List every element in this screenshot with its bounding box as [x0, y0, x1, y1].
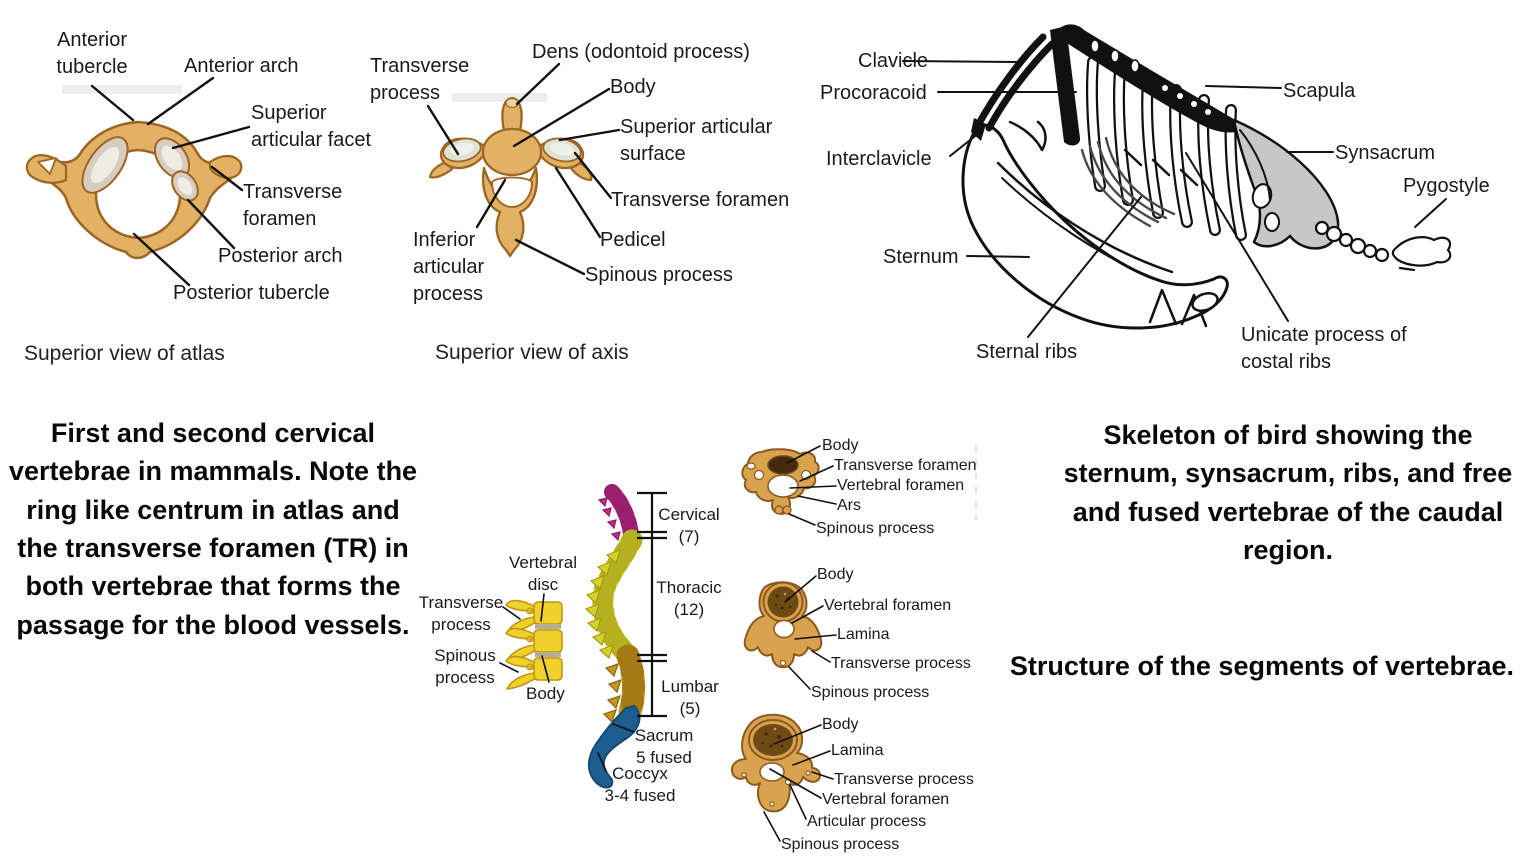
lumbar-label-vertebral-foramen: Vertebral foramen — [822, 791, 950, 808]
scan-artifacts — [62, 85, 977, 520]
lumbar-label-body: Body — [822, 716, 859, 733]
segments-caption: Structure of the segments of vertebrae. — [1009, 651, 1515, 681]
vertebra-cross-sections — [730, 448, 823, 813]
atlas-label-anterior-tubercle: Anterior tubercle — [56, 29, 128, 78]
atlas-caption: Superior view of atlas — [24, 342, 225, 365]
axis-label-inferior-articular-process: Inferior articular process — [413, 229, 485, 305]
clavicle-shape — [973, 33, 1047, 131]
procoracoid-shape — [1050, 26, 1081, 146]
atlas-label-transverse-foramen: Transverse foramen — [243, 181, 343, 230]
vertebra-segment-detail — [505, 599, 563, 690]
thoracic-label-vertebral-foramen: Vertebral foramen — [824, 597, 952, 614]
cervical-label-vertebral-foramen: Vertebral foramen — [837, 477, 965, 494]
bird-skeleton-illustration — [961, 24, 1452, 330]
spine-region-label-lumbar: Lumbar (5) — [661, 677, 719, 719]
axis-label-transverse-foramen: Transverse foramen — [611, 189, 790, 211]
cervical-label-ars: Ars — [837, 497, 861, 514]
bird-label-scapula: Scapula — [1283, 80, 1356, 102]
lumbar-section-shape — [730, 713, 822, 813]
spine-illustration — [505, 484, 667, 789]
bird-label-unicate-process: Unicate process of costal ribs — [1241, 324, 1407, 373]
spine-region-label-cervical: Cervical (7) — [658, 505, 720, 547]
bird-skeleton-caption: Skeleton of bird showing the sternum, sy… — [1063, 420, 1513, 565]
thoracic-label-spinous-process: Spinous process — [811, 684, 930, 701]
axis-label-spinous-process: Spinous process — [585, 264, 733, 286]
spine-bracket — [637, 491, 667, 718]
axis-label-transverse-process: Transverse process — [370, 55, 470, 104]
spine-label-body: Body — [526, 684, 565, 703]
bird-label-synsacrum: Synsacrum — [1335, 142, 1436, 164]
lumbar-label-spinous-process: Spinous process — [781, 836, 900, 853]
axis-label-body: Body — [610, 76, 656, 98]
leader-lines — [90, 60, 1447, 842]
spine-region-label-thoracic: Thoracic (12) — [656, 578, 722, 620]
mammal-vertebrae-caption: First and second cervical vertebrae in m… — [8, 418, 418, 640]
sacrum-shape — [588, 704, 641, 789]
sternal-ribs-curves — [1080, 136, 1176, 228]
spine-processes — [584, 497, 622, 724]
cervical-section-shape — [741, 448, 820, 515]
lumbar-label-articular-process: Articular process — [807, 813, 927, 830]
axis-label-pedicel: Pedicel — [600, 229, 666, 251]
bird-label-sternum: Sternum — [883, 246, 959, 268]
bird-label-interclavicle: Interclavicle — [826, 148, 932, 170]
spine-region-label-coccyx: Coccyx 3-4 fused — [604, 764, 676, 806]
axis-label-superior-articular-surface: Superior articular surface — [620, 116, 773, 165]
atlas-label-posterior-arch: Posterior arch — [218, 245, 343, 267]
spinal-curve — [592, 484, 646, 724]
atlas-label-superior-articular-facet: Superior articular facet — [251, 102, 372, 151]
thoracic-label-transverse-process: Transverse process — [831, 655, 971, 672]
lumbar-label-transverse-process: Transverse process — [834, 771, 974, 788]
atlas-label-anterior-arch: Anterior arch — [184, 55, 299, 77]
thoracic-label-lamina: Lamina — [837, 626, 890, 643]
bird-label-clavicle: Clavicle — [858, 50, 929, 72]
lumbar-label-lamina: Lamina — [831, 742, 884, 759]
spine-label-spinous-process: Spinous process — [434, 646, 496, 688]
cervical-label-transverse-foramen: Transverse foramen — [834, 457, 977, 474]
bird-label-procoracoid: Procoracoid — [820, 82, 927, 104]
spine-label-vertebral-disc: Vertebral disc — [508, 553, 578, 595]
atlas-illustration — [25, 120, 243, 260]
spine-region-label-sacrum: Sacrum 5 fused — [634, 726, 694, 768]
cervical-label-spinous-process: Spinous process — [816, 520, 935, 537]
atlas-label-posterior-tubercle: Posterior tubercle — [173, 282, 330, 304]
cervical-label-body: Body — [822, 437, 859, 454]
axis-label-dens: Dens (odontoid process) — [532, 41, 750, 63]
bird-label-sternal-ribs: Sternal ribs — [976, 341, 1078, 363]
spine-label-transverse-process: Transverse process — [418, 593, 504, 635]
axis-caption: Superior view of axis — [435, 341, 629, 364]
thoracic-label-body: Body — [817, 566, 854, 583]
bird-label-pygostyle: Pygostyle — [1403, 175, 1490, 197]
pygostyle-shape — [1314, 220, 1452, 272]
thoracic-section-shape — [743, 581, 823, 669]
